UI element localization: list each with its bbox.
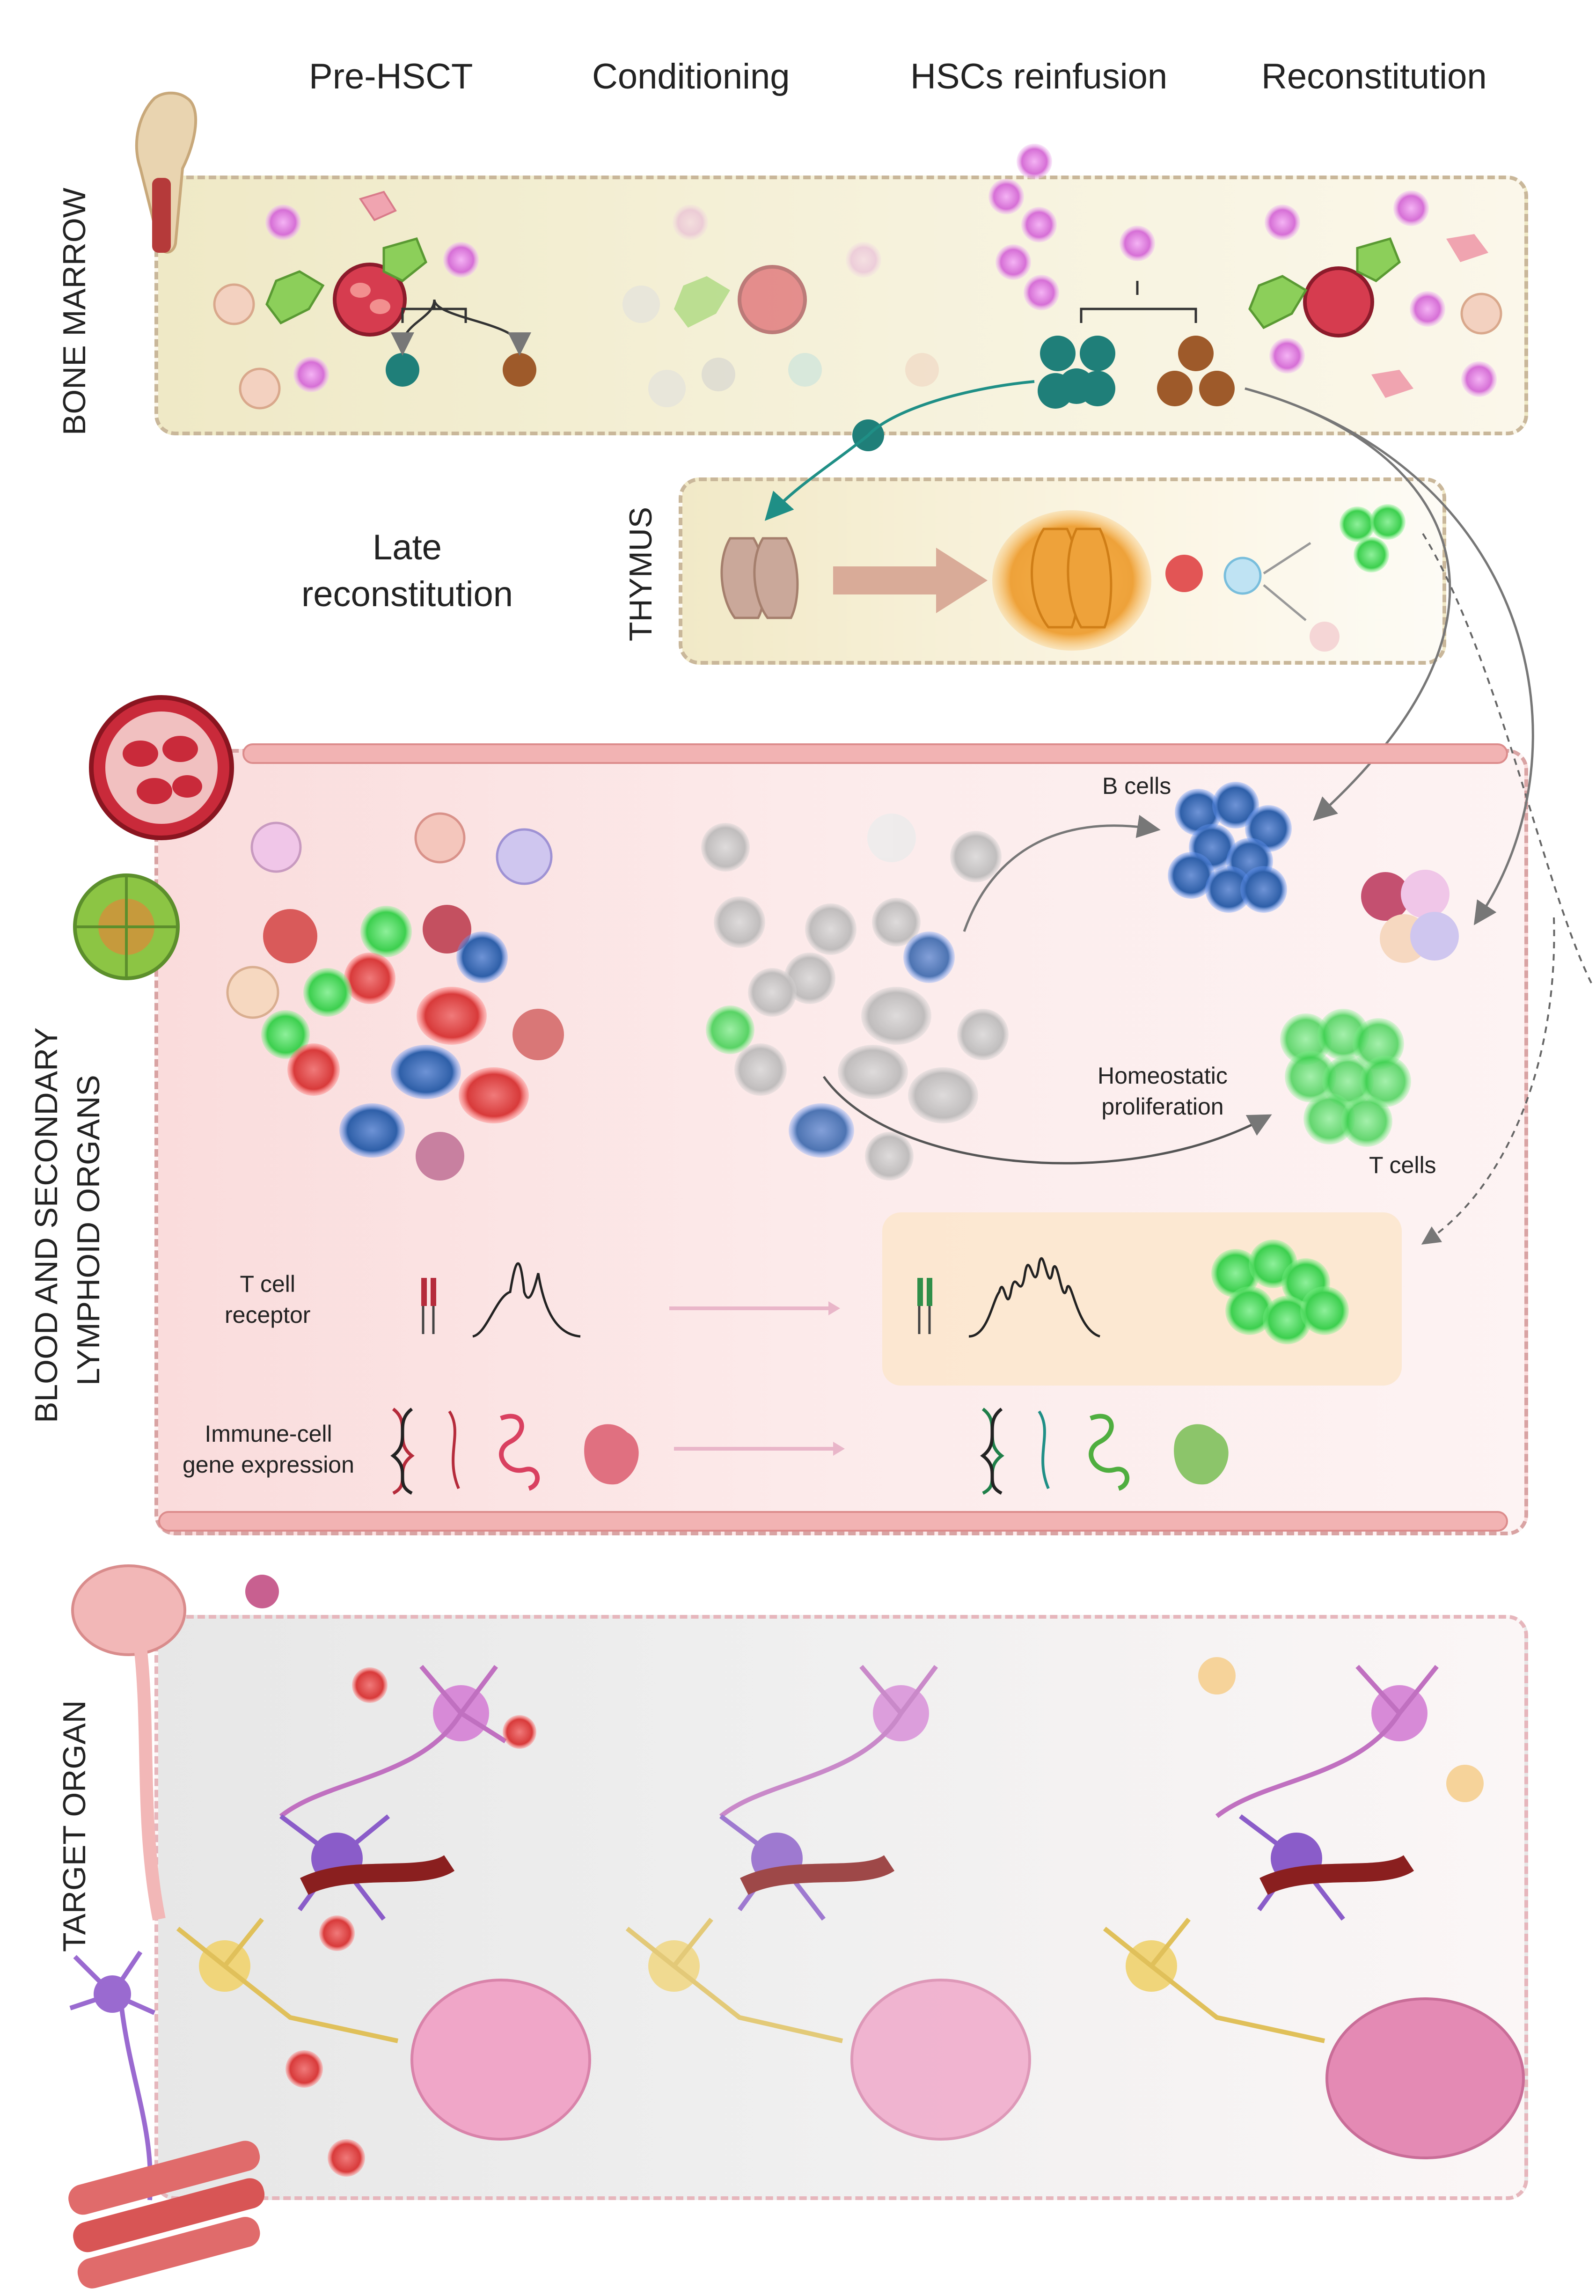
tcr-pre-icon xyxy=(421,1262,581,1338)
femur-icon xyxy=(135,91,198,254)
myeloid-cells-reconstitution xyxy=(1361,870,1459,963)
target-organ-panel xyxy=(154,1615,1528,2200)
neuron-icon xyxy=(69,1951,156,2201)
header-hscs-reinfusion: HSCs reinfusion xyxy=(910,57,1168,96)
homeostatic-line2: proliferation xyxy=(1101,1093,1224,1120)
header-conditioning: Conditioning xyxy=(592,57,790,96)
vessel-wall-bottom xyxy=(158,1511,1508,1532)
t-cell-clones xyxy=(1211,1240,1349,1344)
arrow-dashed-to-t-cells xyxy=(1421,917,1555,1245)
blood-cells-conditioning xyxy=(701,814,1009,1181)
red-blood-cell-vessel-icon xyxy=(89,695,234,840)
arrow-to-b-cells-curve xyxy=(963,814,1161,932)
thymus-reconstituted-icon xyxy=(992,510,1151,651)
thymus-arrow xyxy=(833,548,988,613)
tcr-line2: receptor xyxy=(225,1302,311,1328)
gene-expression-label: Immune-cell gene expression xyxy=(183,1418,354,1480)
vessel-wall-top xyxy=(242,743,1508,764)
gene-arrow-head xyxy=(833,1442,845,1456)
dna-post-icon xyxy=(980,1408,1229,1495)
dna-pre-icon xyxy=(390,1408,639,1495)
tcr-post-icon xyxy=(917,1257,1100,1338)
late-reconstitution-label: Late reconstitution xyxy=(281,524,534,618)
target-neurons-conditioning xyxy=(625,1665,1031,2141)
lymph-node-icon xyxy=(73,873,180,980)
gene-line1: Immune-cell xyxy=(205,1421,332,1447)
late-line2: reconstitution xyxy=(301,574,513,614)
hsc-reinfusion-cells xyxy=(764,144,1235,521)
t-cells-label: T cells xyxy=(1369,1152,1436,1178)
b-cells-label: B cells xyxy=(1102,773,1171,799)
t-cell-cluster xyxy=(1280,1009,1411,1147)
brain-spinal-cord-icon xyxy=(71,1564,186,1921)
header-reconstitution: Reconstitution xyxy=(1261,57,1487,96)
muscle-fibers-icon xyxy=(68,2141,265,2289)
b-cell-cluster xyxy=(1168,782,1292,913)
arrow-to-myeloid xyxy=(1245,387,1534,925)
bone-marrow-cells-conditioning xyxy=(622,205,939,407)
tcr-label: T cell receptor xyxy=(225,1269,310,1330)
thymus-t-cell-selection xyxy=(1165,504,1592,983)
thymus-icon xyxy=(720,537,799,619)
late-line1: Late xyxy=(373,528,442,567)
gene-line2: gene expression xyxy=(183,1452,354,1478)
blood-cells-pre xyxy=(226,812,564,1181)
homeostatic-proliferation-label: Homeostatic proliferation xyxy=(1098,1060,1228,1122)
target-neurons-reconstitution xyxy=(1103,1657,1525,2159)
arrow-to-t-cells-curve xyxy=(822,1076,1272,1165)
bone-marrow-cells-reconstitution xyxy=(1248,191,1502,398)
header-pre-hsct: Pre-HSCT xyxy=(309,57,473,96)
target-neurons-pre xyxy=(176,1575,591,2177)
bone-marrow-cells-pre xyxy=(213,191,536,410)
tcr-line1: T cell xyxy=(240,1271,295,1297)
homeostatic-line1: Homeostatic xyxy=(1098,1063,1228,1089)
tcr-arrow-head xyxy=(828,1301,840,1315)
